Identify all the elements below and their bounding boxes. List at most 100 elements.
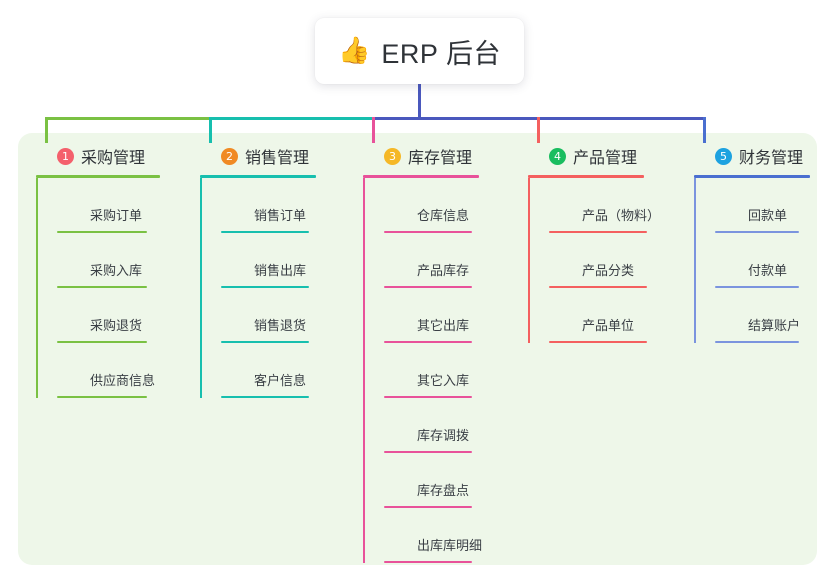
leaf-item[interactable]: 供应商信息 xyxy=(57,343,160,398)
leaf-item[interactable]: 其它出库 xyxy=(384,288,479,343)
branch-title: 采购管理 xyxy=(81,150,146,167)
root-stem xyxy=(418,84,421,120)
leaf-underline xyxy=(57,341,147,343)
branch-header-2[interactable]: 2 销售管理 xyxy=(200,143,316,169)
leaf-item[interactable]: 销售退货 xyxy=(221,288,316,343)
bus-segment-1 xyxy=(45,117,212,120)
branch-drop-4 xyxy=(537,117,540,143)
branch-number-badge: 5 xyxy=(715,147,732,165)
leaf-item[interactable]: 销售订单 xyxy=(221,178,316,233)
leaf-spine xyxy=(363,178,365,563)
leaf-underline xyxy=(549,341,647,343)
thumbs-up-icon: 👍 xyxy=(338,36,371,66)
leaf-item-label: 客户信息 xyxy=(254,373,307,388)
branch-number-badge: 1 xyxy=(57,147,74,165)
leaf-item[interactable]: 其它入库 xyxy=(384,343,479,398)
leaf-underline xyxy=(715,231,799,233)
leaf-item[interactable]: 库存调拨 xyxy=(384,398,479,453)
leaf-item[interactable]: 采购入库 xyxy=(57,233,160,288)
branch-header-3[interactable]: 3 库存管理 xyxy=(363,143,479,169)
branch-title: 销售管理 xyxy=(245,150,310,167)
leaf-underline xyxy=(221,286,309,288)
branch-number-badge: 3 xyxy=(384,147,401,165)
leaf-item[interactable]: 产品库存 xyxy=(384,233,479,288)
root-node[interactable]: 👍 ERP 后台 xyxy=(315,18,524,84)
leaf-item[interactable]: 付款单 xyxy=(715,233,810,288)
leaf-underline xyxy=(384,561,472,563)
branch-3: 3 库存管理仓库信息产品库存其它出库其它入库库存调拨库存盘点出库库明细 xyxy=(363,143,483,563)
branch-title: 产品管理 xyxy=(573,150,638,167)
branch-underline xyxy=(200,175,316,178)
leaf-item[interactable]: 采购退货 xyxy=(57,288,160,343)
leaf-item-label: 产品库存 xyxy=(417,263,470,278)
branch-drop-5 xyxy=(703,117,706,143)
leaf-item-label: 其它出库 xyxy=(417,318,470,333)
branch-drop-2 xyxy=(209,117,212,143)
branch-2: 2 销售管理销售订单销售出库销售退货客户信息 xyxy=(200,143,316,398)
leaf-underline xyxy=(384,286,472,288)
leaf-underline xyxy=(384,341,472,343)
leaf-item[interactable]: 产品分类 xyxy=(549,233,647,288)
leaf-item[interactable]: 采购订单 xyxy=(57,178,160,233)
leaf-list: 回款单付款单结算账户 xyxy=(694,178,810,343)
bus-segment-2 xyxy=(209,117,375,120)
leaf-underline xyxy=(221,231,309,233)
leaf-underline xyxy=(57,231,147,233)
leaf-underline xyxy=(715,286,799,288)
leaf-item-label: 仓库信息 xyxy=(417,208,470,223)
leaf-item-label: 付款单 xyxy=(748,263,788,278)
leaf-item-label: 产品分类 xyxy=(582,263,635,278)
leaf-list: 销售订单销售出库销售退货客户信息 xyxy=(200,178,316,398)
leaf-item[interactable]: 产品单位 xyxy=(549,288,647,343)
branch-drop-1 xyxy=(45,117,48,143)
branch-number-badge: 2 xyxy=(221,147,238,165)
leaf-item-label: 销售出库 xyxy=(254,263,307,278)
leaf-spine xyxy=(36,178,38,398)
leaf-underline xyxy=(384,451,472,453)
leaf-underline xyxy=(549,231,647,233)
leaf-item-label: 结算账户 xyxy=(748,318,801,333)
leaf-item-label: 采购退货 xyxy=(90,318,143,333)
leaf-item[interactable]: 产品（物料） xyxy=(549,178,660,233)
branch-header-1[interactable]: 1 采购管理 xyxy=(36,143,160,169)
leaf-underline xyxy=(715,341,799,343)
branch-1: 1 采购管理采购订单采购入库采购退货供应商信息 xyxy=(36,143,160,398)
leaf-underline xyxy=(549,286,647,288)
leaf-item[interactable]: 出库库明细 xyxy=(384,508,483,563)
leaf-item-label: 产品（物料） xyxy=(582,208,661,223)
leaf-list: 产品（物料） 产品分类产品单位 xyxy=(528,178,660,343)
leaf-underline xyxy=(384,506,472,508)
leaf-item-label: 回款单 xyxy=(748,208,788,223)
leaf-item-label: 销售退货 xyxy=(254,318,307,333)
branch-drop-3 xyxy=(372,117,375,143)
branch-underline xyxy=(36,175,160,178)
leaf-item-label: 其它入库 xyxy=(417,373,470,388)
leaf-item-label: 库存盘点 xyxy=(417,483,470,498)
leaf-item-label: 销售订单 xyxy=(254,208,307,223)
leaf-item[interactable]: 结算账户 xyxy=(715,288,810,343)
leaf-spine xyxy=(528,178,530,343)
branches-panel xyxy=(18,133,817,565)
branch-underline xyxy=(694,175,810,178)
leaf-item-label: 出库库明细 xyxy=(417,538,483,553)
leaf-item-label: 产品单位 xyxy=(582,318,635,333)
leaf-item-label: 库存调拨 xyxy=(417,428,470,443)
leaf-item[interactable]: 销售出库 xyxy=(221,233,316,288)
leaf-item[interactable]: 仓库信息 xyxy=(384,178,479,233)
leaf-item-label: 采购入库 xyxy=(90,263,143,278)
leaf-underline xyxy=(384,396,472,398)
leaf-list: 仓库信息产品库存其它出库其它入库库存调拨库存盘点出库库明细 xyxy=(363,178,483,563)
leaf-underline xyxy=(57,286,147,288)
branch-title: 库存管理 xyxy=(408,150,473,167)
leaf-underline xyxy=(57,396,147,398)
leaf-item[interactable]: 库存盘点 xyxy=(384,453,479,508)
leaf-item-label: 供应商信息 xyxy=(90,373,156,388)
leaf-underline xyxy=(221,341,309,343)
leaf-underline xyxy=(221,396,309,398)
leaf-spine xyxy=(694,178,696,343)
leaf-item[interactable]: 客户信息 xyxy=(221,343,316,398)
leaf-item[interactable]: 回款单 xyxy=(715,178,810,233)
